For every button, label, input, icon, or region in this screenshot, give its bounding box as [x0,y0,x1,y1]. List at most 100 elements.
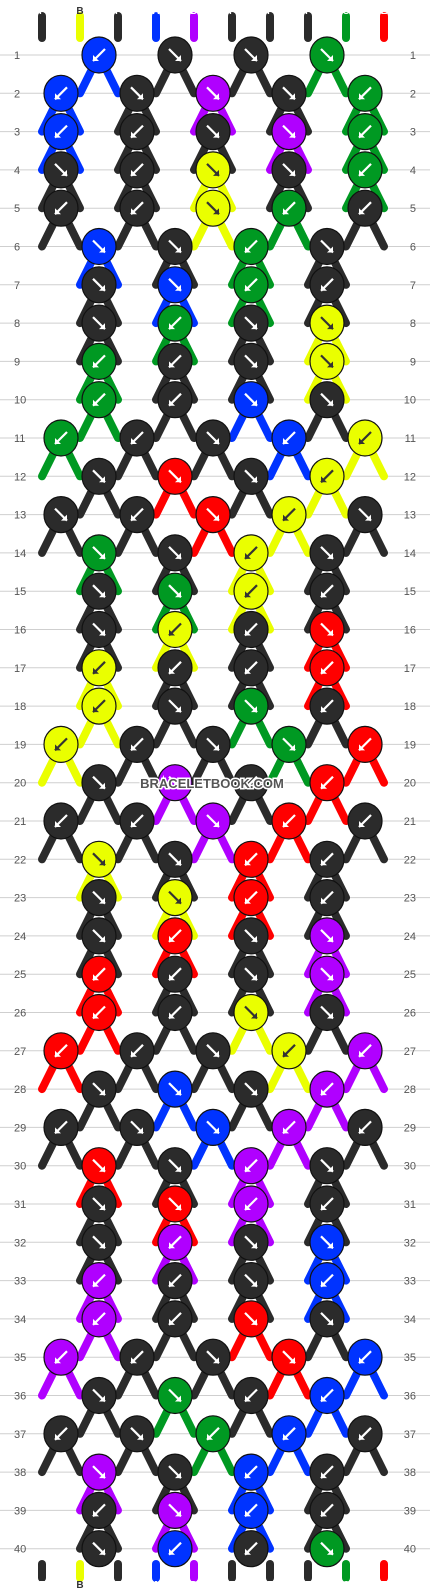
row-number-left: 9 [14,356,20,368]
string-label-bottom: A [152,1580,159,1591]
row-number-right: 32 [404,1237,416,1249]
arrow-head-icon [175,1204,181,1210]
string-label-top: B [76,6,83,17]
knot [157,457,193,495]
knot [157,1530,193,1568]
arrow-head-icon [175,1472,181,1479]
knot [309,1223,345,1261]
string-label-bottom: B [76,1580,83,1591]
arrow-head-icon [55,131,61,138]
arrow-head-icon [55,1050,61,1057]
arrow-head-icon [251,935,257,942]
knot [81,955,117,993]
arrow-head-icon [321,476,327,483]
knot [233,227,269,266]
knot [157,1185,193,1223]
arrow-head-icon [93,667,99,674]
knot [157,342,193,380]
arrow-head-icon [251,974,257,981]
arrow-head-icon [251,1089,257,1096]
arrow-head-icon [99,629,105,636]
knot [347,1108,383,1147]
arrow-head-icon [213,1357,219,1364]
arrow-head-icon [327,974,333,981]
arrow-head-icon [93,1280,99,1287]
row-number-right: 37 [404,1429,416,1441]
arrow-head-icon [55,821,61,827]
row-number-right: 18 [404,701,416,713]
arrow-head-icon [321,1204,327,1210]
row-number-left: 34 [14,1314,26,1326]
arrow-head-icon [327,399,333,406]
row-number-left: 39 [14,1505,26,1517]
arrow-head-icon [321,1510,327,1517]
row-number-left: 35 [14,1352,26,1364]
arrow-head-icon [359,744,365,751]
knot [271,495,307,534]
knot [309,1261,345,1300]
knot [119,1108,155,1147]
knot [309,649,345,687]
arrow-head-icon [99,897,105,904]
knot [309,457,345,495]
knot [157,1453,193,1491]
arrow-head-icon [175,55,181,61]
row-number-right: 5 [410,203,416,215]
arrow-head-icon [245,591,251,598]
string-label-top: C [342,6,349,17]
arrow-head-icon [99,246,105,253]
knot [309,342,345,380]
arrow-head-icon [175,246,181,253]
row-number-left: 6 [14,242,20,254]
knot [119,151,155,189]
knot [309,1147,345,1185]
arrow-head-icon [169,1012,175,1019]
row-number-right: 17 [404,663,416,675]
knot [119,1338,155,1376]
row-number-right: 25 [404,969,416,981]
knot [347,1415,383,1453]
row-number-right: 14 [404,548,416,560]
arrow-head-icon [175,591,181,598]
row-number-right: 2 [410,88,416,100]
row-number-left: 17 [14,663,26,675]
string-label-top: D [190,6,197,17]
arrow-head-icon [137,93,143,100]
arrow-head-icon [251,361,257,368]
row-number-right: 16 [404,625,416,637]
arrow-head-icon [175,284,181,291]
knot [233,1185,269,1223]
knot [347,151,383,189]
knot [43,725,79,764]
knot [119,725,155,764]
knot [195,189,231,227]
knot [233,266,269,304]
arrow-head-icon [175,1165,181,1172]
arrow-head-icon [321,591,327,598]
arrow-head-icon [93,1510,99,1517]
arrow-head-icon [99,1089,105,1096]
row-number-left: 3 [14,127,20,139]
row-number-left: 15 [14,586,26,598]
knot [347,419,383,457]
knot [233,1070,269,1108]
knot [271,1032,307,1070]
arrow-head-icon [251,706,257,713]
string-label-top: F [267,6,273,17]
knot [233,457,269,495]
arrow-head-icon [207,1433,213,1440]
knot [119,189,155,227]
arrow-head-icon [283,1050,289,1057]
arrow-head-icon [327,1548,333,1555]
arrow-head-icon [137,1127,143,1134]
knot [81,1300,117,1338]
arrow-head-icon [169,1242,175,1249]
arrow-head-icon [251,1318,257,1325]
arrow-head-icon [321,859,327,866]
arrow-head-icon [245,552,251,559]
arrow-head-icon [245,1510,251,1517]
arrow-head-icon [175,1089,181,1096]
watermark-text: BRACELETBOOK.COM [140,776,284,791]
arrow-head-icon [327,1318,333,1325]
arrow-head-icon [169,667,175,674]
